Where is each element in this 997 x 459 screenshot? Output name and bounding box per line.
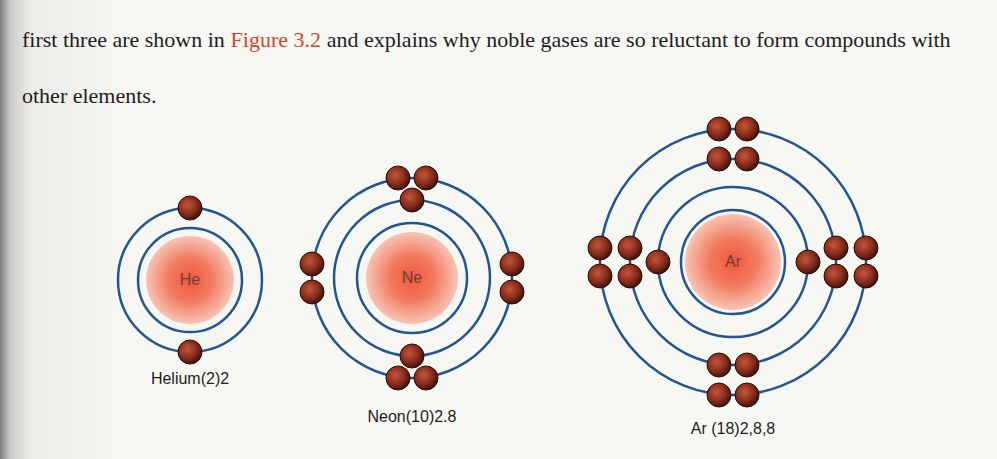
body-text: first three are shown in — [22, 27, 225, 52]
atom-nucleus: He — [146, 236, 234, 324]
atom-caption: Ar (18)2,8,8 — [691, 420, 775, 438]
element-symbol: Ne — [402, 269, 422, 287]
atom-caption: Helium(2)2 — [151, 370, 229, 388]
atom-caption: Neon(10)2.8 — [368, 408, 457, 426]
element-symbol: Ar — [725, 253, 741, 271]
body-paragraph: first three are shown inFigure 3.2and ex… — [22, 12, 972, 124]
element-symbol: He — [180, 271, 200, 289]
atom-nucleus: Ne — [366, 232, 458, 324]
atom-nucleus: Ar — [685, 214, 781, 310]
electrons — [178, 117, 878, 407]
electron-shells — [118, 129, 866, 395]
figure-reference: Figure 3.2 — [231, 27, 321, 52]
